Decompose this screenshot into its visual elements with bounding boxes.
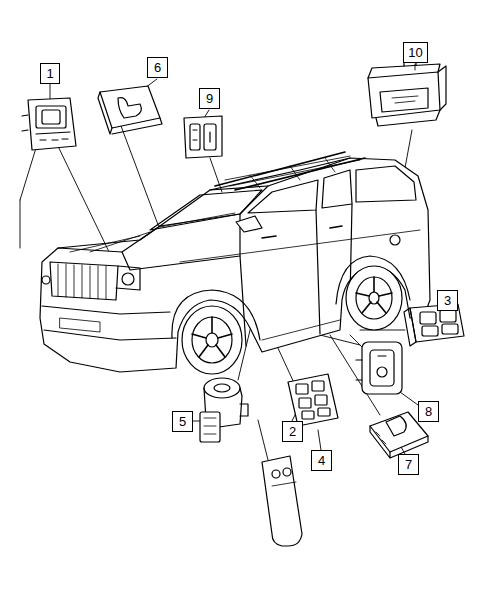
callout-box: 2 [282, 421, 303, 442]
callout-number: 6 [154, 61, 161, 74]
callout-box: 10 [403, 42, 428, 63]
callout-box: 8 [418, 401, 439, 422]
overhead-switch [184, 116, 222, 158]
callout-number: 9 [206, 92, 213, 105]
callout-number: 1 [46, 67, 53, 80]
callout-box: 6 [147, 57, 168, 78]
callout-number: 10 [408, 46, 422, 59]
callout-box: 5 [172, 411, 193, 432]
callout-number: 4 [318, 454, 325, 467]
door-switch [356, 342, 402, 394]
callout-box: 7 [398, 454, 419, 475]
callout-number: 2 [289, 425, 296, 438]
key-fob [262, 456, 302, 546]
callout-box: 3 [437, 290, 458, 311]
callout-box: 1 [40, 63, 60, 84]
callout-number: 3 [444, 294, 451, 307]
callout-number: 5 [179, 415, 186, 428]
leader-lines [20, 64, 447, 460]
ignition-switch [200, 378, 248, 442]
callout-box: 4 [311, 450, 332, 471]
switch-panel [22, 98, 76, 150]
rear-module [368, 59, 446, 126]
window-switch [288, 374, 338, 426]
callout-box: 9 [199, 88, 220, 109]
callout-number: 7 [405, 458, 412, 471]
control-module [98, 86, 162, 134]
callout-number: 8 [425, 405, 432, 418]
